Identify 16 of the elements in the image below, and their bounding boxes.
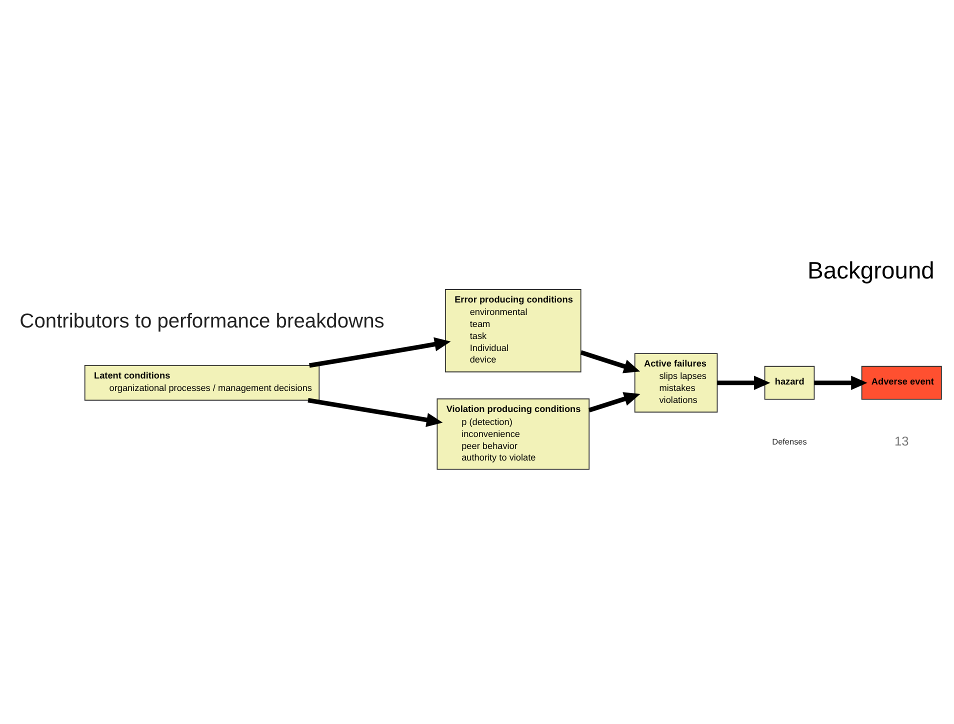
arrow xyxy=(717,375,770,390)
arrow xyxy=(588,392,640,412)
arrow xyxy=(580,350,640,373)
node-box: Latent conditions organizational processes / management decisions xyxy=(84,364,320,400)
node-box: Violation producing conditions p (detection) inconvenience peer behavior authority to violate xyxy=(436,398,590,470)
node-box: hazard xyxy=(764,365,815,400)
node-box: Active failures slips lapses mistakes violations xyxy=(634,352,718,412)
arrow xyxy=(308,398,443,426)
label: Defenses xyxy=(772,436,807,446)
node-box: Error producing conditions environmental team task Individual device xyxy=(444,288,582,372)
diagram-title: Background xyxy=(807,256,934,284)
arrow xyxy=(309,336,451,368)
label: Contributors to performance breakdowns xyxy=(20,310,384,332)
node-box: Adverse event xyxy=(861,365,942,400)
arrow xyxy=(814,375,868,390)
label: 13 xyxy=(894,433,909,448)
